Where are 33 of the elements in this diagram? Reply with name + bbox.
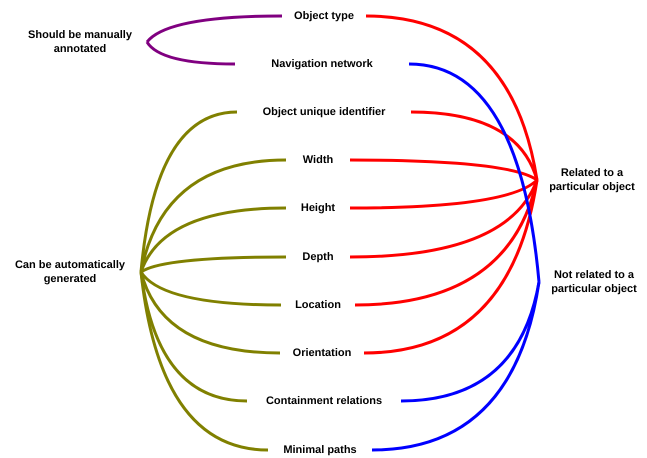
connector-line	[140, 256, 286, 274]
node-label: Navigation network	[237, 57, 407, 71]
connector-line	[408, 62, 540, 282]
node-label: Can be automatically generated	[1, 258, 139, 286]
connector-line	[350, 178, 538, 210]
connector-line	[400, 282, 540, 402]
connector-line	[372, 282, 540, 452]
connector-line	[140, 110, 238, 272]
connector-line	[140, 206, 286, 273]
connector-line	[146, 41, 236, 66]
connector-line	[146, 14, 282, 44]
node-label: Orientation	[282, 346, 362, 360]
node-label: Containment relations	[249, 394, 399, 408]
connector-line	[354, 180, 538, 306]
node-label: Height	[288, 201, 348, 215]
node-label: Location	[283, 298, 353, 312]
node-label: Width	[288, 153, 348, 167]
connector-line	[140, 271, 282, 306]
connector-line	[140, 158, 286, 272]
node-label: Should be manually annotated	[15, 28, 145, 56]
node-label: Object unique identifier	[239, 105, 409, 119]
node-label: Minimal paths	[270, 443, 370, 457]
connector-line	[140, 272, 280, 354]
connector-line	[140, 272, 268, 452]
connector-line	[410, 110, 538, 180]
connector-line	[366, 14, 538, 180]
connector-line	[350, 158, 538, 182]
node-label: Not related to a particular object	[541, 268, 647, 296]
connector-line	[350, 179, 538, 258]
node-label: Related to a particular object	[539, 166, 645, 194]
node-label: Depth	[288, 250, 348, 264]
connector-line	[364, 180, 538, 354]
node-label: Object type	[284, 9, 364, 23]
